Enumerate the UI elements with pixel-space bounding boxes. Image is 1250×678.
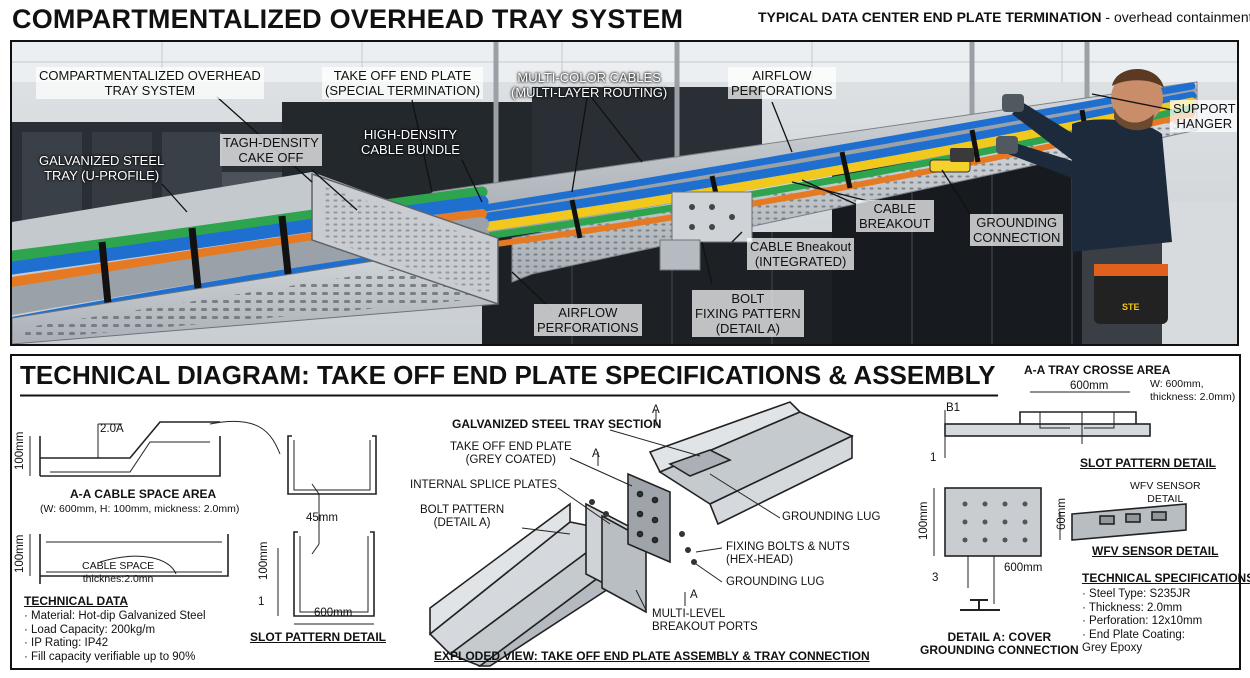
dim-100-b: 100mm bbox=[14, 534, 26, 573]
label-cable-breakout: CABLE BREAKOUT bbox=[856, 200, 934, 232]
dim-3: 3 bbox=[932, 572, 939, 584]
label-take-off-end-plate: TAKE OFF END PLATE (SPECIAL TERMINATION) bbox=[322, 67, 484, 99]
technical-data-title: TECHNICAL DATA bbox=[24, 594, 128, 608]
cable-space-profile-bottom bbox=[29, 534, 229, 584]
exploded-view-caption: EXPLODED VIEW: TAKE OFF END PLATE ASSEMB… bbox=[434, 649, 870, 663]
cables-far bbox=[437, 82, 1197, 249]
end-plate bbox=[627, 472, 671, 564]
label-fixing-bolts: FIXING BOLTS & NUTS (HEX-HEAD) bbox=[726, 541, 850, 566]
slot-pattern-title-left: SLOT PATTERN DETAIL bbox=[250, 630, 386, 644]
label-tagh-density: TAGH-DENSITY CAKE OFF bbox=[220, 134, 322, 166]
subtitle-rest: - overhead containment bbox=[1101, 9, 1250, 25]
photo-panel: STE COMPARTMENTALIZED OVERHEAD TRAY SYST… bbox=[10, 40, 1239, 346]
wfv-sensor-title: WFV SENSOR DETAIL bbox=[1092, 544, 1219, 558]
bolt-bracket bbox=[659, 191, 753, 271]
tray-cross-title: A-A TRAY CROSSE AREA bbox=[1024, 363, 1171, 377]
label-system: COMPARTMENTALIZED OVERHEAD TRAY SYSTEM bbox=[36, 67, 264, 99]
technical-specs-title: TECHNICAL SPECIFICATIONS bbox=[1082, 571, 1250, 585]
dim-100-right: 100mm bbox=[918, 501, 930, 540]
dim-600-bottom: 600mm bbox=[1004, 562, 1043, 574]
end-plate-perforations bbox=[322, 186, 490, 296]
dim-600-top: 600mm bbox=[1070, 380, 1109, 392]
technical-data-item: Load Capacity: 200kg/m bbox=[24, 624, 206, 638]
detail-a-title: DETAIL A: COVER GROUNDING CONNECTION bbox=[920, 630, 1079, 657]
tray-near-perforations bbox=[22, 256, 490, 340]
subtitle-bold: TYPICAL DATA CENTER END PLATE TERMINATIO… bbox=[758, 9, 1102, 25]
label-multi-color-cables: MULTI-COLOR CABLES (MULTI-LAYER ROUTING) bbox=[511, 70, 668, 100]
label-airflow-bottom: AIRFLOW PERFORATIONS bbox=[534, 304, 642, 336]
technical-spec-item: Steel Type: S235JR bbox=[1082, 588, 1202, 602]
cable-space-title: A-A CABLE SPACE AREA bbox=[70, 487, 217, 501]
dim-600-left: 600mm bbox=[314, 607, 353, 619]
technical-data-item: IP Rating: IP42 bbox=[24, 637, 206, 651]
tool-pouch-brand: STE bbox=[1122, 302, 1140, 312]
wfv-sensor-shape bbox=[1059, 503, 1187, 541]
title-underline bbox=[20, 394, 998, 397]
dim-100-c: 100mm bbox=[258, 541, 270, 580]
technical-spec-item: End Plate Coating: Grey Epoxy bbox=[1082, 629, 1202, 656]
tray-section-far bbox=[648, 401, 854, 526]
wfv-sensor-label: WFV SENSOR DETAIL bbox=[1130, 480, 1201, 505]
label-grounding-lug-bottom: GROUNDING LUG bbox=[726, 576, 825, 588]
grounding-clip bbox=[929, 148, 974, 173]
server-racks-front bbox=[482, 162, 1112, 344]
c-channel-bottom bbox=[277, 531, 375, 625]
tray-cross-section bbox=[944, 391, 1151, 458]
technical-spec-item: Thickness: 2.0mm bbox=[1082, 602, 1202, 616]
subtitle: TYPICAL DATA CENTER END PLATE TERMINATIO… bbox=[758, 9, 1250, 25]
label-galvanized-tray-section: GALVANIZED STEEL TRAY SECTION bbox=[452, 417, 662, 431]
slot-holes bbox=[962, 501, 1028, 543]
technical-data-item: Fill capacity verifiable up to 90% bbox=[24, 651, 206, 665]
label-b1: B1 bbox=[946, 402, 961, 414]
section-marker-a-left: A bbox=[592, 448, 600, 460]
label-grounding-lug-top: GROUNDING LUG bbox=[782, 511, 881, 523]
label-grounding-connection: GROUNDING CONNECTION bbox=[970, 214, 1064, 246]
photo-leader-lines bbox=[161, 93, 1173, 311]
section-marker-a-top: A bbox=[652, 404, 660, 416]
label-bolt-fixing-pattern: BOLT FIXING PATTERN (DETAIL A) bbox=[692, 290, 804, 337]
tray-section-near bbox=[428, 502, 624, 667]
cable-space-subtitle: (W: 600mm, H: 100mm, mickness: 2.0mm) bbox=[40, 503, 240, 515]
label-galvanized-tray: GALVANIZED STEEL TRAY (U-PROFILE) bbox=[39, 153, 165, 183]
exploded-leaders bbox=[521, 410, 781, 611]
leader-curve bbox=[209, 420, 281, 455]
cable-space-note: CABLE SPACE thicknes:2.0mn bbox=[82, 560, 155, 585]
label-bolt-pattern: BOLT PATTERN (DETAIL A) bbox=[420, 504, 505, 529]
technical-data-list: Material: Hot-dip Galvanized Steel Load … bbox=[24, 610, 206, 664]
dim-100-a: 100mm bbox=[14, 431, 26, 470]
slot-pattern-title-right: SLOT PATTERN DETAIL bbox=[1080, 456, 1216, 470]
hex-bolts bbox=[589, 499, 697, 565]
c-channel-top bbox=[287, 435, 377, 555]
dim-1-left: 1 bbox=[258, 596, 265, 608]
label-support-hanger: SUPPORT HANGER bbox=[1170, 100, 1237, 132]
w-thickness-note: W: 600mm, thickness: 2.0mm) bbox=[1150, 378, 1236, 403]
label-high-density-bundle: HIGH-DENSITY CABLE BUNDLE bbox=[361, 127, 460, 157]
label-take-off-end-plate-grey: TAKE OFF END PLATE (GREY COATED) bbox=[450, 441, 572, 466]
label-cable-breakout-integrated: CABLE Bneakout (INTEGRATED) bbox=[747, 238, 855, 270]
technical-specs-list: Steel Type: S235JR Thickness: 2.0mm Perf… bbox=[1082, 588, 1202, 656]
dim-45: 45mm bbox=[306, 512, 338, 524]
label-internal-splice-plates: INTERNAL SPLICE PLATES bbox=[410, 479, 557, 491]
main-title: COMPARTMENTALIZED OVERHEAD TRAY SYSTEM bbox=[12, 4, 684, 34]
technical-data-item: Material: Hot-dip Galvanized Steel bbox=[24, 610, 206, 624]
dim-2a: 2.0A bbox=[100, 423, 124, 435]
photo-illustration: STE bbox=[12, 42, 1237, 344]
dim-60: 60mm bbox=[1056, 498, 1068, 530]
cable-space-profile-top bbox=[29, 421, 221, 477]
section-marker-a-bottom: A bbox=[690, 589, 698, 601]
label-multi-level-ports: MULTI-LEVEL BREAKOUT PORTS bbox=[652, 608, 758, 633]
technical-spec-item: Perforation: 12x10mm bbox=[1082, 615, 1202, 629]
label-airflow-top: AIRFLOW PERFORATIONS bbox=[728, 67, 836, 99]
dim-1-right: 1 bbox=[930, 452, 937, 464]
technical-drawings bbox=[29, 391, 1187, 667]
technician: STE bbox=[996, 69, 1172, 344]
technical-title: TECHNICAL DIAGRAM: TAKE OFF END PLATE SP… bbox=[20, 360, 996, 390]
